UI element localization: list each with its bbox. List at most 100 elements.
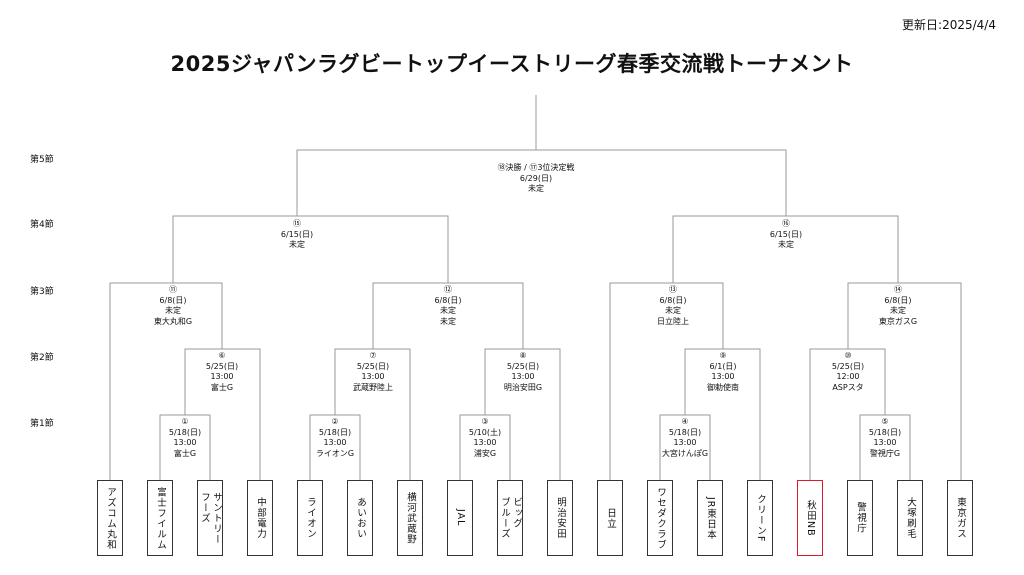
match-4: ④ 5/18(日) 13:00 大宮けんぽG bbox=[662, 417, 708, 459]
match-date: 5/25(日) bbox=[356, 361, 390, 371]
round-label-2: 第2節 bbox=[30, 353, 54, 363]
match-1: ① 5/18(日) 13:00 富士G bbox=[169, 417, 201, 459]
match-no: ⑦ bbox=[369, 351, 377, 360]
team-box: あいおい bbox=[347, 480, 373, 556]
round-label-3: 第3節 bbox=[30, 287, 54, 297]
team-box: 中部電力 bbox=[247, 480, 273, 556]
match-venue: 日立陸上 bbox=[657, 316, 689, 326]
team-name: アズコム丸和 bbox=[105, 486, 116, 550]
match-no: ⑤ bbox=[881, 417, 889, 426]
team-name: 秋田NB bbox=[805, 499, 816, 537]
match-time: 未定 bbox=[778, 240, 794, 249]
match-date: 6/15(日) bbox=[280, 229, 314, 239]
match-venue: 富士G bbox=[173, 448, 197, 458]
team-name: 横河武蔵野 bbox=[405, 491, 416, 545]
team-name: 明治安田 bbox=[555, 497, 566, 539]
match-no: ⑥ bbox=[218, 351, 226, 360]
team-name: 東京ガス bbox=[955, 497, 966, 539]
match-venue: ライオンG bbox=[315, 448, 355, 458]
match-3: ③ 5/10(土) 13:00 浦安G bbox=[469, 417, 501, 459]
page-title: 2025ジャパンラグビートップイーストリーグ春季交流戦トーナメント bbox=[170, 52, 854, 76]
team-name: 日立 bbox=[605, 507, 616, 529]
match-no: ③ bbox=[481, 417, 489, 426]
match-date: 5/25(日) bbox=[506, 361, 540, 371]
match-no: ⑨ bbox=[719, 351, 727, 360]
match-final: ⑱決勝 / ⑰3位決定戦 6/29(日) 未定 bbox=[498, 163, 575, 195]
team-box: 警視庁 bbox=[847, 480, 873, 556]
team-box: 日立 bbox=[597, 480, 623, 556]
team-box: JAL bbox=[447, 480, 473, 556]
match-date: 6/8(日) bbox=[434, 295, 462, 305]
match-9: ⑨ 6/1(日) 13:00 御勅使南 bbox=[707, 351, 739, 393]
team-name: JAL bbox=[455, 509, 466, 527]
round-label-4: 第4節 bbox=[30, 220, 54, 230]
team-name: 富士フイルム bbox=[155, 486, 166, 550]
team-box: ワセダクラブ bbox=[647, 480, 673, 556]
match-no: ① bbox=[181, 417, 189, 426]
match-no: ⑧ bbox=[519, 351, 527, 360]
match-14: ⑭ 6/8(日) 未定 東京ガスG bbox=[879, 285, 917, 327]
match-13: ⑬ 6/8(日) 未定 日立陸上 bbox=[657, 285, 689, 327]
match-time: 13:00 bbox=[361, 372, 385, 381]
team-name: ライオン bbox=[305, 497, 316, 539]
match-10: ⑩ 5/25(日) 12:00 ASPスタ bbox=[832, 351, 864, 393]
team-name: 中部電力 bbox=[255, 497, 266, 539]
match-time: 13:00 bbox=[210, 372, 234, 381]
match-11: ⑪ 6/8(日) 未定 東大丸和G bbox=[154, 285, 192, 327]
match-no: ⑯ bbox=[782, 219, 790, 228]
match-time: 未定 bbox=[665, 306, 681, 315]
match-16: ⑯ 6/15(日) 未定 bbox=[770, 219, 802, 251]
match-7: ⑦ 5/25(日) 13:00 武蔵野陸上 bbox=[353, 351, 393, 393]
match-no: ⑱決勝 / ⑰3位決定戦 bbox=[497, 163, 575, 172]
match-date: 5/25(日) bbox=[205, 361, 239, 371]
match-no: ⑮ bbox=[293, 219, 301, 228]
team-name: ワセダクラブ bbox=[655, 486, 666, 550]
team-name: あいおい bbox=[355, 497, 366, 539]
match-time: 13:00 bbox=[711, 372, 735, 381]
match-time: 13:00 bbox=[173, 438, 197, 447]
match-time: 未定 bbox=[440, 306, 456, 315]
team-name: サントリー フーズ bbox=[199, 491, 222, 545]
match-time: 12:00 bbox=[836, 372, 860, 381]
match-time: 13:00 bbox=[511, 372, 535, 381]
match-time: 未定 bbox=[289, 240, 305, 249]
match-venue: 東大丸和G bbox=[153, 316, 193, 326]
team-box: 明治安田 bbox=[547, 480, 573, 556]
match-time: 13:00 bbox=[673, 438, 697, 447]
round-label-5: 第5節 bbox=[30, 155, 54, 165]
match-date: 6/15(日) bbox=[769, 229, 803, 239]
match-date: 5/18(日) bbox=[168, 427, 202, 437]
match-12: ⑫ 6/8(日) 未定 未定 bbox=[434, 285, 461, 327]
match-time: 未定 bbox=[889, 306, 906, 315]
team-name: ビッグ ブルーズ bbox=[499, 497, 522, 539]
match-no: ④ bbox=[681, 417, 689, 426]
match-time: 13:00 bbox=[873, 438, 897, 447]
round-label-1: 第1節 bbox=[30, 419, 54, 429]
match-date: 5/25(日) bbox=[831, 361, 865, 371]
match-date: 6/8(日) bbox=[884, 295, 912, 305]
match-venue: 警視庁G bbox=[869, 448, 901, 458]
team-name: 大塚刷毛 bbox=[905, 497, 916, 539]
match-time: 未定 bbox=[528, 184, 544, 193]
match-6: ⑥ 5/25(日) 13:00 富士G bbox=[206, 351, 238, 393]
match-15: ⑮ 6/15(日) 未定 bbox=[281, 219, 313, 251]
match-time: 未定 bbox=[164, 306, 181, 315]
team-box: 大塚刷毛 bbox=[897, 480, 923, 556]
match-venue: 富士G bbox=[210, 382, 234, 392]
team-box: アズコム丸和 bbox=[97, 480, 123, 556]
team-box: 富士フイルム bbox=[147, 480, 173, 556]
match-date: 6/8(日) bbox=[159, 295, 187, 305]
team-box: 東京ガス bbox=[947, 480, 973, 556]
match-date: 6/8(日) bbox=[659, 295, 687, 305]
updated-date: 更新日:2025/4/4 bbox=[902, 18, 996, 32]
match-time: 13:00 bbox=[473, 438, 497, 447]
match-venue: 武蔵野陸上 bbox=[353, 382, 393, 392]
match-no: ② bbox=[331, 417, 339, 426]
match-8: ⑧ 5/25(日) 13:00 明治安田G bbox=[504, 351, 542, 393]
match-2: ② 5/18(日) 13:00 ライオンG bbox=[316, 417, 354, 459]
match-venue: 浦安G bbox=[473, 448, 497, 458]
team-box: クリーンF bbox=[747, 480, 773, 556]
team-name: クリーンF bbox=[755, 493, 766, 543]
match-no: ⑪ bbox=[168, 285, 177, 294]
